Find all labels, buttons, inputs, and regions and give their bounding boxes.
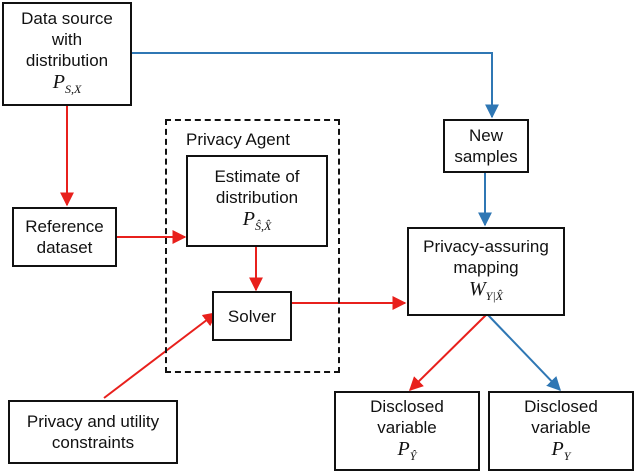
disclosed-right-formula: PY bbox=[551, 437, 571, 463]
arrow-mapping-to-disclosed-right bbox=[487, 314, 561, 392]
data-source-node: Data source with distribution PS,X bbox=[2, 2, 132, 106]
disclosed-right-line-2: variable bbox=[531, 417, 591, 437]
data-source-line-3: distribution bbox=[25, 51, 109, 70]
new-samples-line-1: New bbox=[468, 126, 503, 145]
disclosed-left-node: Disclosed variable PŶ bbox=[334, 391, 480, 471]
estimate-line-1: Estimate of bbox=[214, 166, 300, 186]
disclosed-right-node: Disclosed variable PY bbox=[488, 391, 634, 471]
new-samples-line-2: samples bbox=[454, 147, 518, 166]
disclosed-left-line-1: Disclosed bbox=[370, 396, 444, 416]
mapping-line-1: Privacy-assuring bbox=[423, 237, 549, 256]
arrow-mapping-to-disclosed-left bbox=[409, 314, 487, 391]
reference-dataset-node: Reference dataset bbox=[12, 207, 117, 267]
constraints-line-2: constraints bbox=[51, 433, 135, 452]
mapping-formula: WY|X̂ bbox=[469, 278, 503, 303]
mapping-line-2: mapping bbox=[453, 258, 519, 277]
data-source-line-1: Data source bbox=[21, 9, 113, 28]
estimate-formula: PŜ,X̂ bbox=[242, 207, 272, 233]
constraints-line-1: Privacy and utility bbox=[26, 412, 160, 431]
privacy-agent-title: Privacy Agent bbox=[186, 130, 290, 149]
estimate-node: Estimate of distribution PŜ,X̂ bbox=[186, 155, 328, 247]
estimate-line-2: distribution bbox=[215, 187, 299, 207]
disclosed-right-line-1: Disclosed bbox=[524, 396, 598, 416]
data-source-line-2: with bbox=[51, 30, 83, 49]
reference-line-2: dataset bbox=[36, 238, 93, 257]
reference-line-1: Reference bbox=[25, 217, 104, 236]
constraints-node: Privacy and utility constraints bbox=[8, 400, 178, 464]
disclosed-left-line-2: variable bbox=[377, 417, 437, 437]
privacy-agent-container bbox=[165, 119, 340, 373]
data-source-formula: PS,X bbox=[52, 71, 82, 96]
mapping-node: Privacy-assuring mapping WY|X̂ bbox=[407, 227, 565, 316]
solver-node: Solver bbox=[212, 291, 292, 341]
arrow-source-to-new-samples bbox=[132, 52, 499, 119]
disclosed-left-formula: PŶ bbox=[397, 437, 417, 463]
solver-label: Solver bbox=[227, 306, 277, 326]
arrow-constraints-to-solver bbox=[103, 312, 218, 399]
new-samples-node: New samples bbox=[443, 119, 529, 173]
